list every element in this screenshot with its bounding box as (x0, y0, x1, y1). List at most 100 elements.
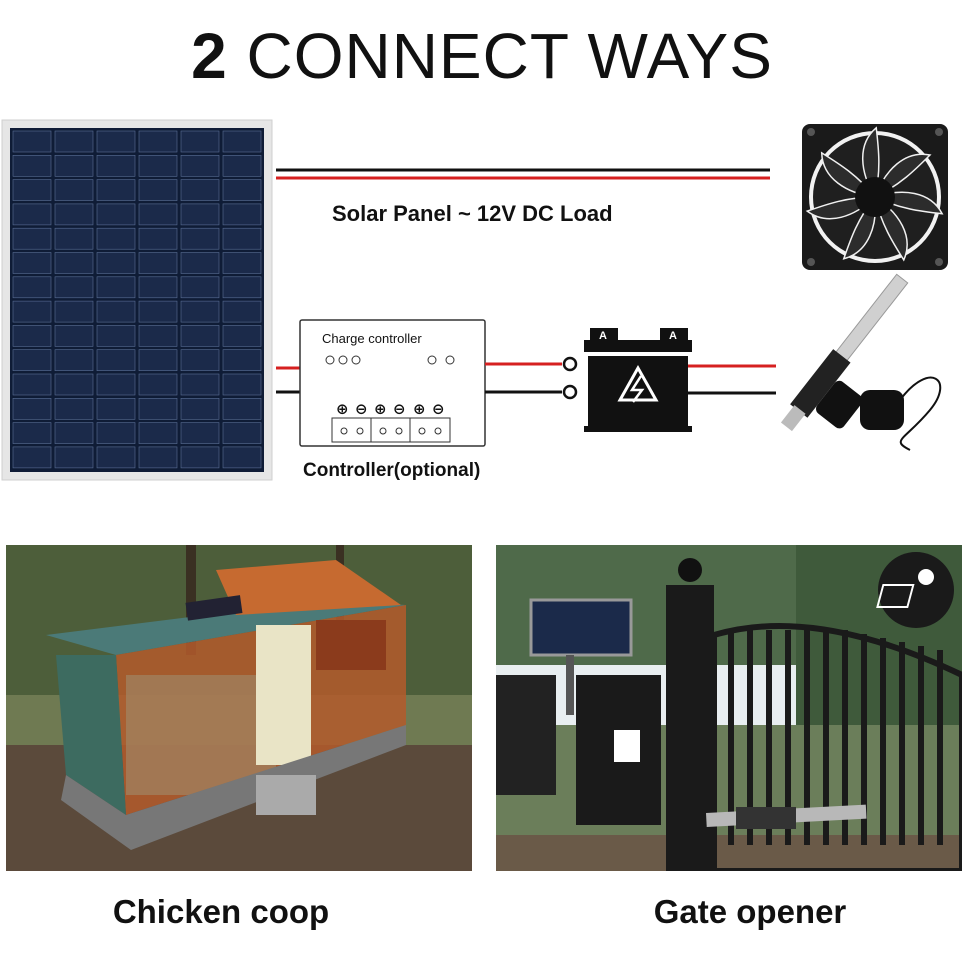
solar-cell (138, 252, 178, 274)
solar-cell (222, 154, 262, 177)
terminal-symbol: ⊖ (432, 400, 445, 418)
solar-cell (138, 300, 178, 323)
solar-cell (96, 422, 136, 444)
solar-cell (54, 130, 94, 153)
solar-cell (12, 130, 52, 153)
solar-cell (222, 325, 262, 347)
solar-cell (54, 227, 94, 250)
solar-cell (96, 446, 136, 469)
solar-cell (12, 349, 52, 371)
solar-cell (222, 203, 262, 226)
solar-cell (180, 179, 220, 201)
solar-cell (138, 422, 178, 444)
solar-cell (96, 325, 136, 347)
terminal-symbol: ⊕ (413, 400, 426, 418)
battery-wires (485, 356, 578, 400)
solar-cell (222, 300, 262, 323)
solar-cell (138, 325, 178, 347)
solar-cell (180, 397, 220, 420)
chicken-coop-photo (6, 545, 472, 871)
solar-cell (54, 203, 94, 226)
solar-cell (222, 446, 262, 469)
solar-cell (54, 397, 94, 420)
solar-cell (222, 252, 262, 274)
controller-caption: Controller(optional) (303, 460, 481, 481)
page-title: 2 CONNECT WAYS (0, 20, 964, 92)
chicken-coop-caption: Chicken coop (112, 893, 330, 930)
solar-cell (12, 227, 52, 250)
solar-cell (222, 397, 262, 420)
solar-cell (54, 252, 94, 274)
title-number: 2 (191, 20, 228, 92)
solar-cell (12, 203, 52, 226)
solar-cell (12, 154, 52, 177)
terminal-symbol: ⊖ (393, 400, 406, 418)
direct-connection-label: Solar Panel ~ 12V DC Load (332, 201, 613, 226)
solar-cell (180, 349, 220, 371)
fan-icon (802, 124, 948, 270)
solar-cell (180, 154, 220, 177)
terminal-symbol: ⊖ (355, 400, 368, 418)
solar-cell (12, 397, 52, 420)
battery-icon (584, 328, 692, 432)
solar-cell (138, 446, 178, 469)
solar-cell (96, 179, 136, 201)
solar-panel-icon (1, 119, 273, 481)
solar-cell (222, 373, 262, 396)
gate-opener-photo (496, 545, 962, 871)
solar-cell (96, 397, 136, 420)
solar-cell (180, 446, 220, 469)
solar-cell (12, 422, 52, 444)
solar-cell (96, 130, 136, 153)
solar-cell (54, 276, 94, 299)
solar-cell (222, 349, 262, 371)
solar-cell (180, 227, 220, 250)
solar-cell (138, 276, 178, 299)
solar-cell (54, 422, 94, 444)
controller-box-label: Charge controller (322, 331, 422, 346)
solar-cell (54, 446, 94, 469)
solar-cell (180, 203, 220, 226)
solar-cell (222, 422, 262, 444)
solar-cell (138, 373, 178, 396)
solar-cell (180, 252, 220, 274)
solar-cell (180, 130, 220, 153)
battery-terminal-right: A (669, 330, 677, 342)
solar-cell (12, 276, 52, 299)
solar-cell (222, 179, 262, 201)
solar-cell (96, 300, 136, 323)
solar-cell (96, 349, 136, 371)
solar-cell (222, 130, 262, 153)
connection-diagram: Charge controller ⊕ ⊖ ⊕ ⊖ ⊕ ⊖ A A (1, 119, 948, 481)
solar-cell (180, 373, 220, 396)
solar-cell (96, 154, 136, 177)
solar-cell (96, 252, 136, 274)
solar-cell (12, 325, 52, 347)
solar-cell (12, 300, 52, 323)
solar-cell (96, 373, 136, 396)
solar-cell (12, 373, 52, 396)
solar-cell (180, 276, 220, 299)
terminal-symbol: ⊕ (336, 400, 349, 418)
charge-controller-icon (299, 319, 486, 447)
solar-cell (12, 446, 52, 469)
solar-cell (54, 373, 94, 396)
linear-actuator-icon (780, 273, 942, 451)
battery-terminal-left: A (599, 330, 607, 342)
terminal-symbol: ⊕ (374, 400, 387, 418)
solar-cell (96, 276, 136, 299)
solar-cell (222, 276, 262, 299)
solar-cell (180, 300, 220, 323)
solar-cell (138, 203, 178, 226)
solar-cell (54, 325, 94, 347)
solar-cell (180, 325, 220, 347)
solar-cell (54, 179, 94, 201)
title-text: CONNECT WAYS (246, 20, 773, 92)
gate-opener-caption: Gate opener (653, 893, 847, 930)
solar-cell (96, 203, 136, 226)
solar-cell (138, 130, 178, 153)
solar-cell (54, 349, 94, 371)
solar-cell (138, 179, 178, 201)
solar-cell (180, 422, 220, 444)
solar-cell (54, 154, 94, 177)
